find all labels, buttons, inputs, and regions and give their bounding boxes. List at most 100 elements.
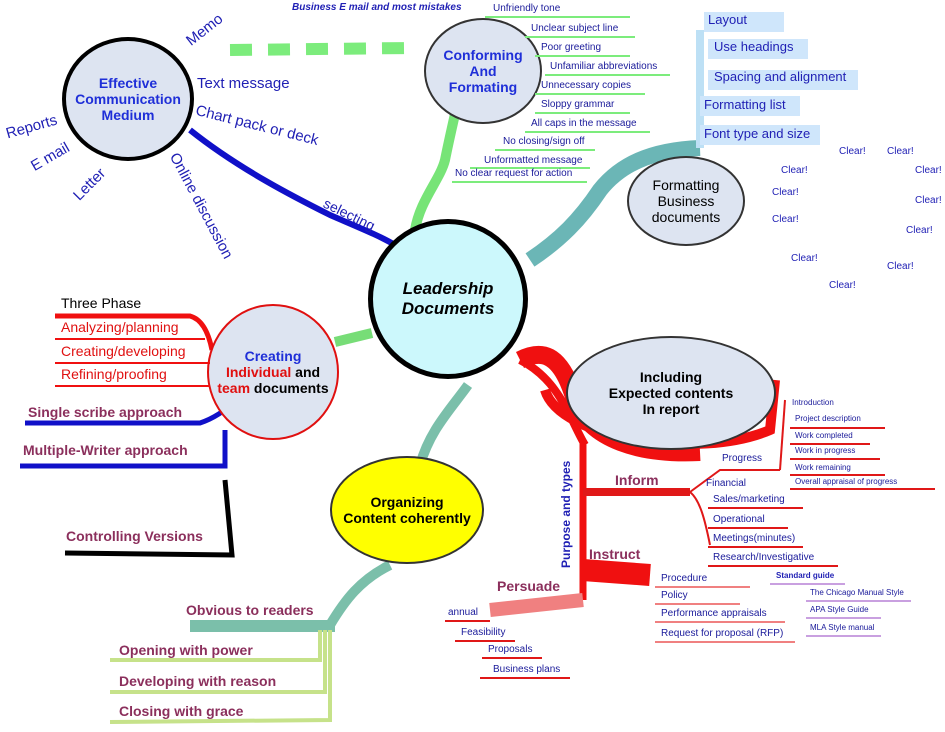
underline [655,586,750,588]
conforming-item-6[interactable]: Sloppy grammar [541,99,615,110]
underline [480,677,570,679]
inform-item-sales[interactable]: Sales/marketing [713,494,785,505]
creating-documents: documents [250,380,329,396]
including-node[interactable]: Including Expected contents In report [566,336,776,450]
clear-label: Clear! [829,280,856,291]
clear-label: Clear! [772,214,799,225]
developing-with-reason[interactable]: Developing with reason [119,673,277,689]
progress-item-3[interactable]: Work completed [795,431,853,440]
underline [535,112,630,114]
opening-with-power[interactable]: Opening with power [119,642,253,658]
progress-item-1[interactable]: Introduction [792,398,834,407]
conforming-item-3[interactable]: Poor greeting [541,42,602,53]
underline [55,338,205,340]
clear-label: Clear! [887,146,914,157]
organizing-node[interactable]: Organizing Content coherently [330,456,484,564]
progress-item-5[interactable]: Work remaining [795,463,851,472]
conforming-item-4[interactable]: Unfamiliar abbreviations [550,61,658,72]
conforming-item-2[interactable]: Unclear subject line [531,23,619,34]
conforming-node[interactable]: Conforming And Formating [424,18,542,124]
organizing-title-1: Organizing [370,494,444,510]
multiple-writer-approach[interactable]: Multiple-Writer approach [23,442,188,458]
clear-label: Clear! [906,225,933,236]
persuade-item-business-plans[interactable]: Business plans [493,664,561,675]
persuade-item-proposals[interactable]: Proposals [488,644,533,655]
conforming-item-1[interactable]: Unfriendly tone [493,3,561,14]
progress-item-6[interactable]: Overall appraisal of progress [795,477,898,486]
underline [790,458,880,460]
highlight [708,70,858,90]
including-title-1: Including [639,369,703,385]
branch-organizing [415,382,473,467]
formatting-node[interactable]: Formatting Business documents [627,156,745,246]
phase-refining[interactable]: Refining/proofing [61,366,167,382]
underline [525,131,650,133]
instruct-item-appraisals[interactable]: Performance appraisals [661,608,767,619]
conforming-item-10[interactable]: No clear request for action [455,168,573,179]
progress-label[interactable]: Progress [722,453,763,464]
instruct-label[interactable]: Instruct [589,546,641,562]
formatting-item-headings[interactable]: Use headings [714,39,794,54]
underline [495,149,595,151]
creating-and: and [291,364,321,380]
controlling-versions[interactable]: Controlling Versions [66,528,203,544]
branch-creating [333,328,374,347]
conforming-header: Business E mail and most mistakes [292,2,462,13]
conforming-item-5[interactable]: Unnecessary copies [541,80,632,91]
medium-title-1: Effective [98,75,158,91]
highlight [700,96,800,116]
organizing-title-2: Content coherently [343,510,471,526]
inform-item-research[interactable]: Research/Investigative [713,552,815,563]
guide-apa[interactable]: APA Style Guide [810,605,869,614]
instruct-item-policy[interactable]: Policy [661,590,688,601]
guide-mla[interactable]: MLA Style manual [810,623,875,632]
creating-line3: team documents [217,380,328,396]
progress-item-4[interactable]: Work in progress [795,446,856,455]
underline [790,427,885,429]
purpose-and-types-label: Purpose and types [559,460,573,568]
obvious-to-readers[interactable]: Obvious to readers [186,602,314,618]
persuade-item-annual[interactable]: annual [448,607,479,618]
medium-item-text-message[interactable]: Text message [197,75,290,92]
underline [708,546,803,548]
creating-title: Creating [244,348,302,364]
instruct-item-rfp[interactable]: Request for proposal (RFP) [661,628,784,639]
inform-item-financial[interactable]: Financial [706,478,747,489]
center-node[interactable]: Leadership Documents [368,219,528,379]
conforming-item-7[interactable]: All caps in the message [531,118,637,129]
single-scribe-approach[interactable]: Single scribe approach [28,404,183,420]
conforming-item-8[interactable]: No closing/sign off [503,136,585,147]
underline [55,362,210,364]
medium-node[interactable]: Effective Communication Medium [62,37,194,161]
creating-individual: Individual [225,364,292,380]
inform-label[interactable]: Inform [615,472,659,488]
underline [790,474,885,476]
closing-with-grace[interactable]: Closing with grace [119,703,244,719]
clear-label: Clear! [772,187,799,198]
underline [55,385,210,387]
clear-label: Clear! [791,253,818,264]
guide-chicago[interactable]: The Chicago Manual Style [810,588,904,597]
conforming-item-9[interactable]: Unformatted message [484,155,583,166]
medium-title-3: Medium [101,107,155,123]
creating-node[interactable]: Creating Individual and team documents [207,304,339,440]
inform-item-meetings[interactable]: Meetings(minutes) [713,533,796,544]
phase-creating[interactable]: Creating/developing [61,343,186,359]
instruct-item-procedure[interactable]: Procedure [661,573,708,584]
underline [708,527,788,529]
phase-analyzing[interactable]: Analyzing/planning [61,319,179,335]
branch-conforming [410,99,463,232]
clear-label: Clear! [915,195,942,206]
persuade-item-feasibility[interactable]: Feasibility [461,627,506,638]
underline [655,603,740,605]
formatting-item-spacing[interactable]: Spacing and alignment [714,69,847,84]
inform-item-operational[interactable]: Operational [713,514,765,525]
underline [455,640,515,642]
formatting-item-layout[interactable]: Layout [708,12,748,27]
clear-label: Clear! [839,146,866,157]
persuade-label[interactable]: Persuade [497,578,561,594]
formatting-item-list[interactable]: Formatting list [704,97,786,112]
progress-item-2[interactable]: Project description [795,414,861,423]
formatting-item-font[interactable]: Font type and size [704,126,811,141]
